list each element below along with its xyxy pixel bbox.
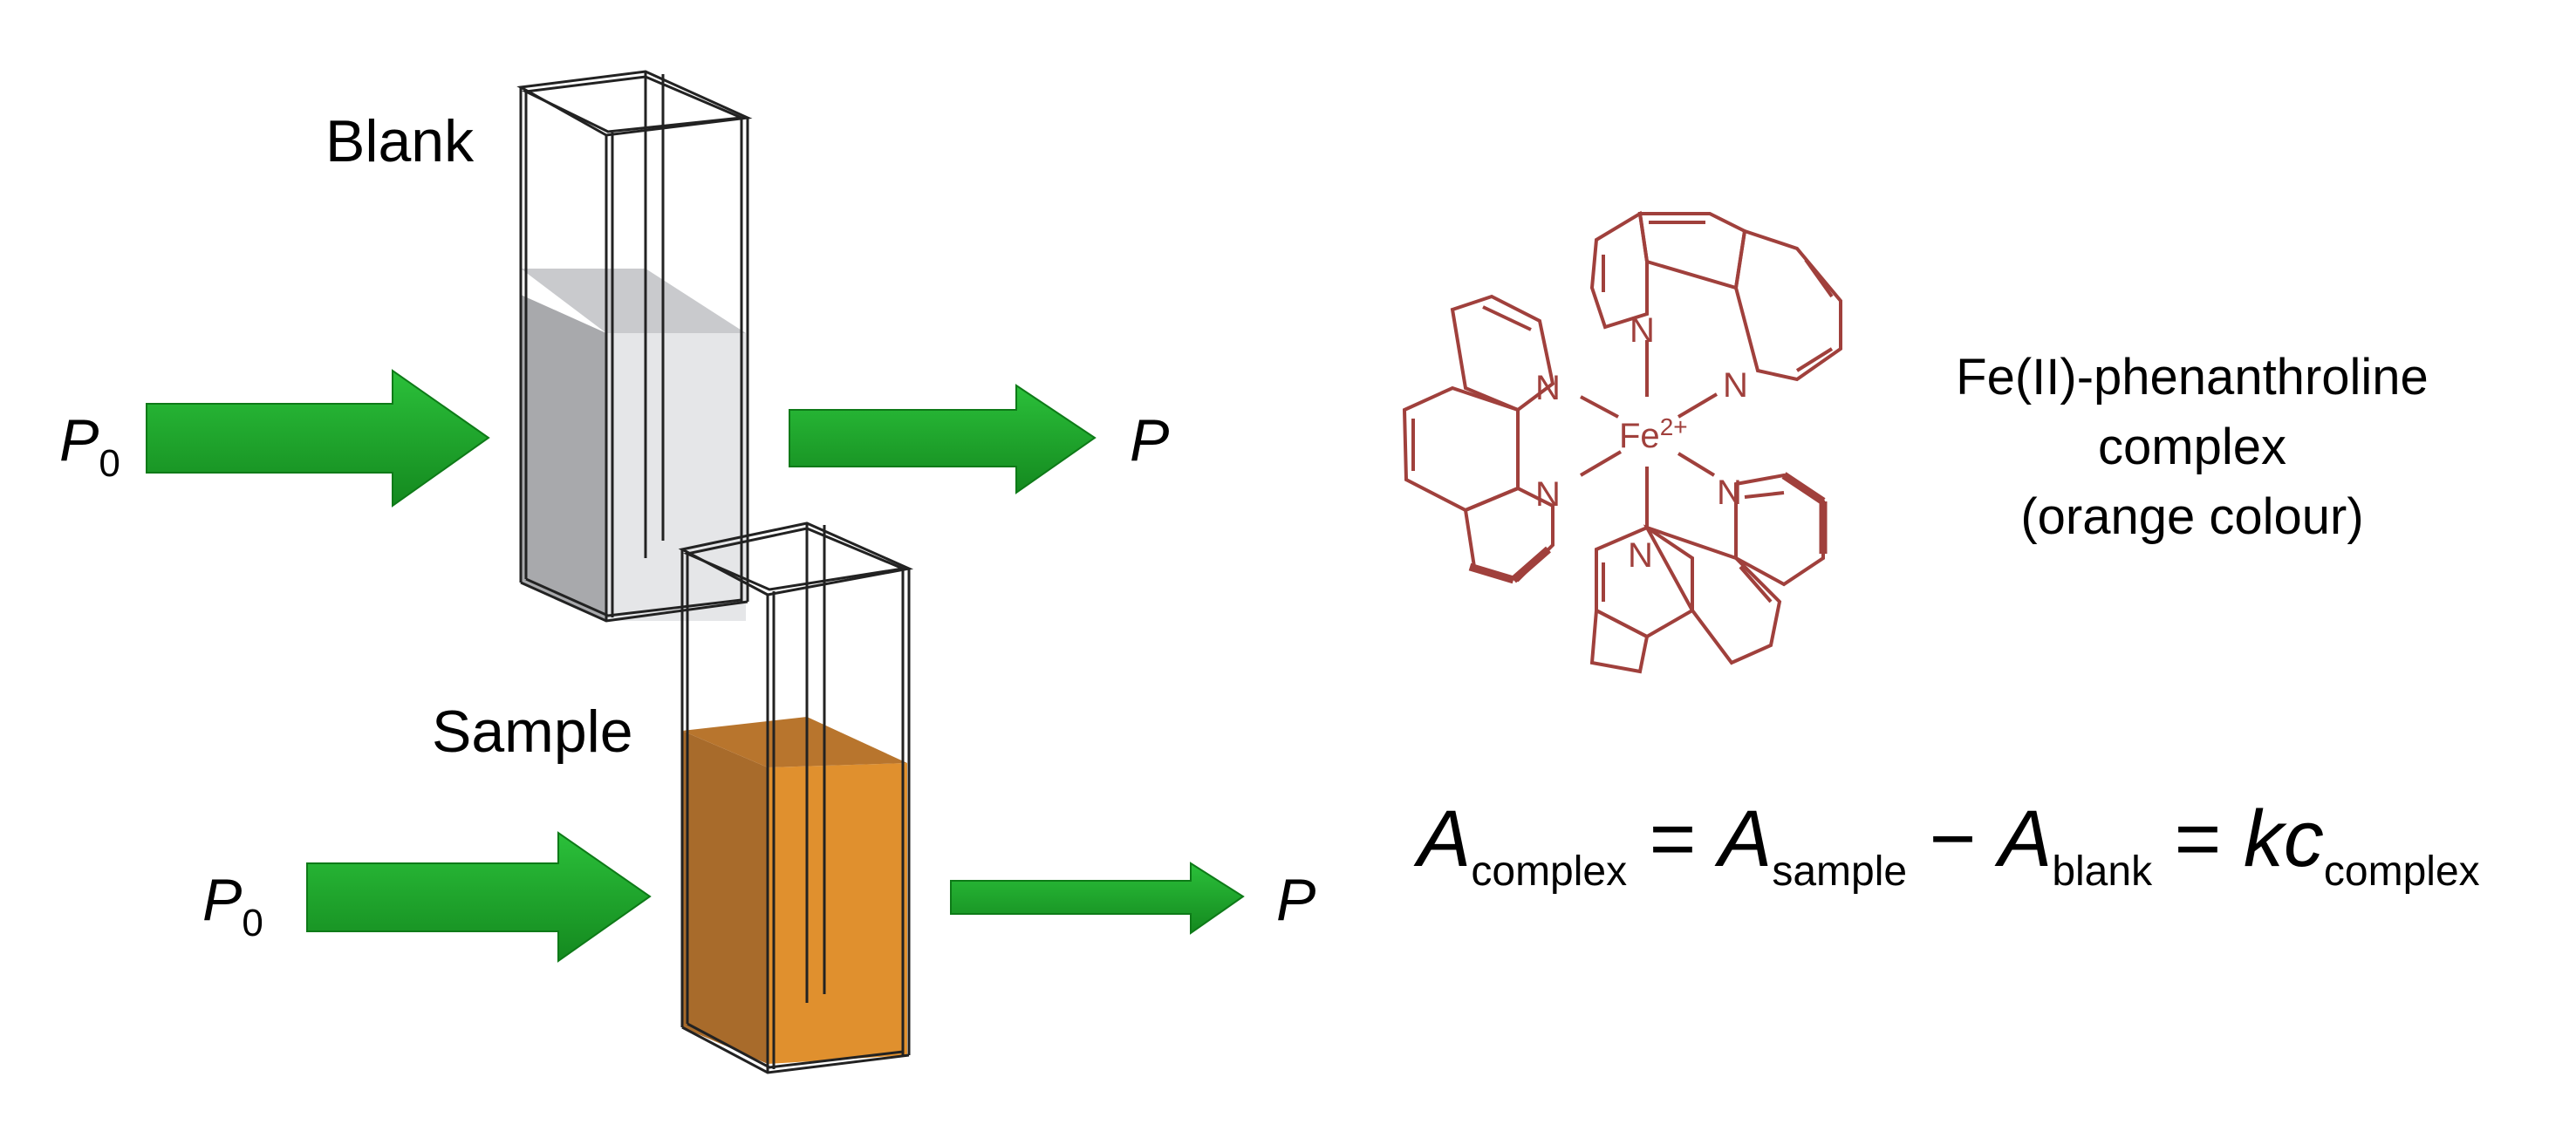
blank-liquid-front: [521, 295, 606, 621]
sample-liquid-top: [682, 717, 907, 767]
phen-ligand-right: [1734, 472, 1828, 587]
fe-phenanthroline-structure: Fe2+ N N N N N N: [1402, 210, 1842, 674]
sample-incident-symbol: P: [202, 867, 242, 933]
blank-incident-symbol: P: [59, 407, 99, 474]
eq-minus: −: [1907, 794, 1999, 883]
sample-incident-label: P0: [202, 867, 263, 944]
blank-transmitted-label: P: [1130, 407, 1169, 474]
blank-label: Blank: [325, 108, 475, 174]
fe-symbol: Fe: [1619, 417, 1660, 455]
absorbance-equation: Acomplex = Asample − Ablank = kccomplex: [1413, 794, 2480, 895]
sample-incident-subscript: 0: [242, 902, 263, 944]
eq-sub-complex: complex: [1471, 849, 1627, 895]
blank-liquid-top: [521, 269, 746, 333]
eq-kc: kc: [2244, 794, 2324, 883]
eq-a-blank: A: [1994, 794, 2052, 883]
blank-transmitted-arrow: [789, 384, 1097, 494]
eq-sub-kc: complex: [2324, 849, 2480, 895]
sample-label: Sample: [432, 699, 633, 765]
sample-incident-arrow: [306, 831, 652, 963]
fe-center-label: Fe2+: [1619, 413, 1688, 455]
caption-line-2: complex: [2098, 419, 2286, 475]
phen-ligand-top: [1589, 210, 1842, 382]
caption-line-1: Fe(II)-phenanthroline: [1956, 349, 2429, 406]
eq-a-complex: A: [1413, 794, 1471, 883]
n-label: N: [1628, 536, 1653, 575]
n-label: N: [1535, 369, 1561, 407]
n-label: N: [1717, 474, 1742, 512]
complex-caption: Fe(II)-phenanthroline complex (orange co…: [1956, 349, 2429, 545]
sample-transmitted-label: P: [1276, 867, 1315, 933]
caption-line-3: (orange colour): [2020, 488, 2363, 545]
eq-sub-blank: blank: [2052, 849, 2153, 895]
blank-incident-subscript: 0: [99, 442, 120, 485]
n-label: N: [1723, 366, 1748, 405]
sample-cuvette: [678, 521, 914, 1074]
eq-a-sample: A: [1714, 794, 1772, 883]
blank-incident-label: P0: [59, 407, 120, 485]
phen-ligand-bottom: [1589, 524, 1782, 674]
fe-charge: 2+: [1660, 413, 1688, 440]
eq-sub-sample: sample: [1772, 849, 1907, 895]
sample-liquid-front: [682, 731, 768, 1064]
blank-liquid-side: [606, 333, 746, 621]
blank-incident-arrow: [146, 369, 490, 508]
sample-liquid-side: [768, 763, 907, 1064]
sample-transmitted-arrow: [950, 862, 1245, 935]
n-label: N: [1630, 311, 1655, 350]
blank-cuvette: [516, 70, 753, 623]
phen-ligand-left: [1402, 294, 1555, 584]
n-label: N: [1535, 475, 1561, 514]
eq-equals-2: =: [2152, 794, 2244, 883]
eq-equals-1: =: [1627, 794, 1718, 883]
